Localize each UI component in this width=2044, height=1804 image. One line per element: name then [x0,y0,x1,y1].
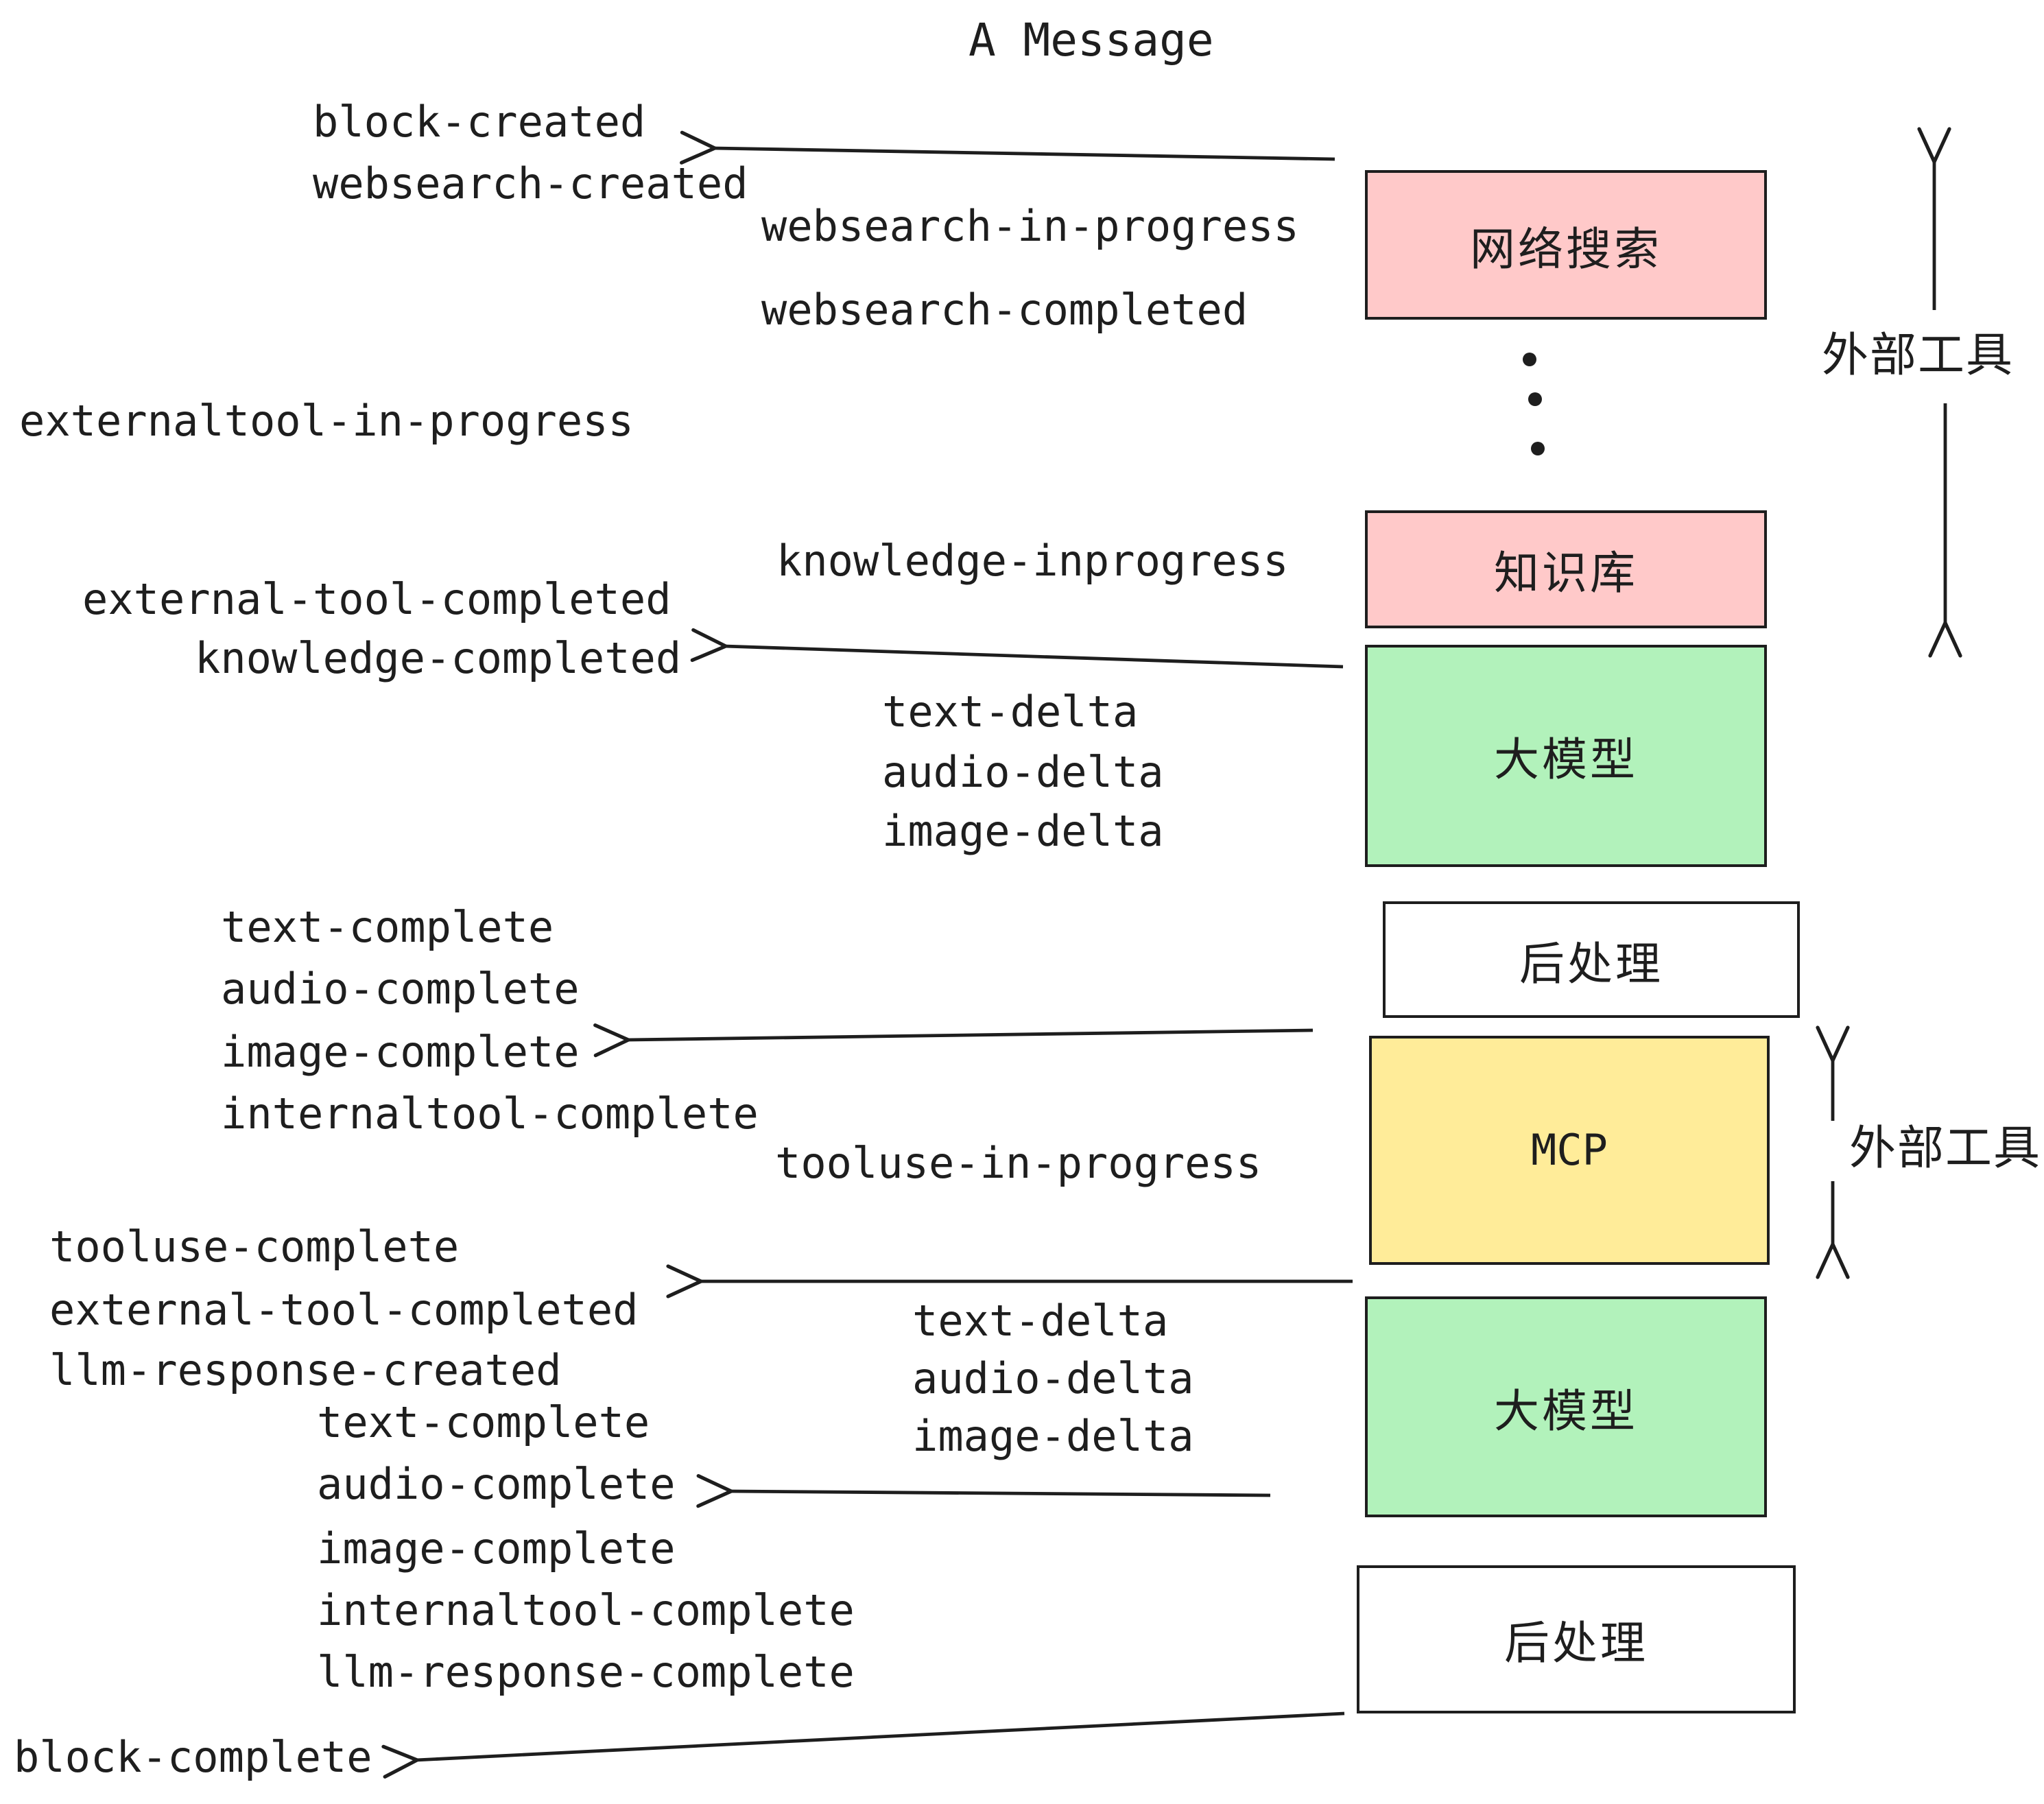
event-label-llm-response-complete: llm-response-complete [317,1648,855,1698]
event-label-websearch-completed: websearch-completed [761,286,1248,335]
arrow-websearch-to-block-created [713,148,1335,159]
event-label-audio-delta: audio-delta [882,748,1164,798]
node-post-processing-2-label: 后处理 [1504,1616,1648,1670]
node-web-search-label: 网络搜索 [1470,222,1662,275]
event-label-llm-response-created: llm-response-created [49,1346,562,1396]
arrow-to-image-complete [627,1030,1314,1040]
node-knowledge-base: 知识库 [1365,510,1767,628]
page-title: A Message [968,13,1214,67]
event-label-block-complete: block-complete [14,1733,372,1783]
node-large-model-1: 大模型 [1365,645,1767,867]
event-label-text-delta-2: text-delta [912,1297,1169,1346]
event-label-image-delta-2: image-delta [912,1412,1194,1462]
node-mcp: MCP [1369,1036,1770,1265]
event-label-block-created: block-created [313,98,646,147]
event-label-tooluse-in-progress: tooluse-in-progress [775,1139,1262,1189]
arrow-to-knowledge-completed [724,646,1344,669]
event-label-websearch-created: websearch-created [313,160,748,209]
node-mcp-label: MCP [1531,1126,1608,1175]
event-label-knowledge-completed: knowledge-completed [195,634,682,684]
event-label-image-complete-2: image-complete [317,1525,676,1574]
event-label-externaltool-in-progress: externaltool-in-progress [19,397,634,447]
node-large-model-2: 大模型 [1365,1296,1767,1517]
event-label-internaltool-complete: internaltool-complete [221,1090,759,1139]
node-web-search: 网络搜索 [1365,170,1767,320]
event-label-tooluse-complete: tooluse-complete [49,1223,460,1272]
event-label-knowledge-inprogress: knowledge-inprogress [776,537,1289,586]
node-large-model-2-label: 大模型 [1494,1384,1638,1437]
event-label-text-complete-2: text-complete [317,1399,650,1448]
event-label-image-complete: image-complete [221,1028,580,1078]
event-label-audio-complete-2: audio-complete [317,1460,676,1510]
arrow-to-block-complete [416,1711,1345,1760]
node-post-processing-1-label: 后处理 [1519,936,1663,990]
event-label-text-complete: text-complete [221,903,554,953]
event-label-text-delta: text-delta [882,688,1139,737]
event-label-image-delta: image-delta [882,807,1164,857]
external-tools-annotation-top: 外部工具 [1822,329,2014,383]
node-post-processing-2: 后处理 [1357,1565,1796,1713]
ellipsis-dots-icon [1523,353,1545,455]
event-label-external-tool-completed-2: external-tool-completed [49,1286,639,1336]
event-label-websearch-in-progress: websearch-in-progress [761,202,1299,252]
event-label-audio-delta-2: audio-delta [912,1355,1194,1404]
event-label-audio-complete: audio-complete [221,965,580,1014]
node-post-processing-1: 后处理 [1383,901,1800,1018]
node-knowledge-base-label: 知识库 [1494,546,1638,600]
external-tools-annotation-bottom: 外部工具 [1849,1121,2041,1176]
arrow-to-audio-complete [730,1491,1271,1495]
event-label-internaltool-complete-2: internaltool-complete [317,1587,855,1636]
event-label-external-tool-completed: external-tool-completed [82,575,672,625]
node-large-model-1-label: 大模型 [1494,733,1638,786]
